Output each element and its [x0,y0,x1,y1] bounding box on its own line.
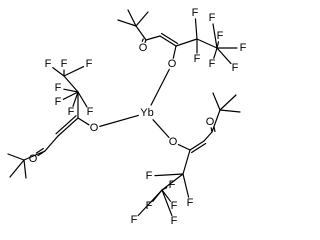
metal-label: Yb [140,107,153,119]
bond-a_cb-a_cc [145,35,161,41]
fluorine-label: F [192,7,199,19]
bond-a_ct-a_m3 [135,11,149,27]
bond-c_cf-c_f1 [154,173,184,177]
fluorine-label: F [240,42,247,54]
bond-c_cf-c_f7 [182,173,190,198]
bond-b_ca-b_cb [57,117,79,137]
bond-yb-a_o1 [150,68,170,106]
bond-b_cf-b_f7 [77,91,88,108]
fluorine-label: F [45,58,52,70]
fluorine-label: F [61,58,68,70]
fluorine-label: F [68,106,75,118]
bond-c_cf2-c_f2 [161,187,168,191]
fluorine-label: F [146,200,153,212]
fluorine-label: F [171,200,178,212]
fluorine-label: F [146,170,153,182]
bond-b_cf-b_f4 [63,88,79,93]
bond-c_cb-c_cc [203,131,213,142]
fluorine-label: F [232,62,239,74]
double-bond-a-cc [160,32,179,45]
oxygen-label: O [206,116,215,128]
fluorine-label: F [187,197,194,209]
oxygen-label: O [29,153,38,165]
bond-a_cf2-a_f7 [216,47,232,65]
fluorine-label: F [194,53,201,65]
bond-b_cf-b_cf2 [63,75,79,93]
bond-a_ca-a_cb [159,35,177,47]
bond-lines [7,9,241,217]
bond-c_cc-c_ct [211,109,221,133]
bond-b_ct-b_m3 [23,159,27,179]
fluorine-label: F [86,58,93,70]
bond-b_cf2-b_f1 [52,66,65,77]
double-bond-b-cc [55,115,77,135]
fluorine-label: F [169,179,176,191]
bond-b_cf-b_f5 [62,91,79,100]
fluorine-label: F [87,106,94,118]
bond-a_cf2-a_f5 [216,41,220,49]
oxygen-label: O [139,42,148,54]
bond-a_cc-a_ct [135,25,147,41]
bond-b_cc-b_ct [23,150,46,161]
bond-c_ct-c_m3 [219,109,241,113]
bond-a_ct-a_m1 [117,19,137,27]
bond-yb-b_o1 [99,114,139,127]
double-bond-lines [35,32,216,154]
double-bond-b-co [35,147,44,154]
double-bond-a-co [141,38,144,42]
bond-a_cc-a_o2 [144,39,147,43]
bond-a_cf2-a_f2 [212,23,218,49]
oxygen-label: O [168,58,177,70]
fluorine-label: F [55,96,62,108]
bond-c_ca-c_cb [189,140,205,151]
bond-b_cf-b_f6 [72,91,79,107]
double-bond-c-cc [191,142,207,154]
bond-a_o1-a_ca [172,45,177,59]
bond-c_ct-c_m2 [219,94,237,111]
bond-c_ct-c_m1 [212,92,221,111]
fluorine-label: F [171,215,178,227]
oxygen-label: O [90,122,99,134]
bond-c_o1-c_ca [177,143,191,151]
bond-c_ca-c_cf [182,149,191,175]
fluorine-label: F [131,214,138,226]
fluorine-label: F [209,58,216,70]
fluorine-label: F [209,12,216,24]
bond-c_cc-c_o2 [210,127,213,133]
oxygen-label: O [169,136,178,148]
bond-b_ct-b_m2 [9,159,25,178]
bond-c_cf2-c_f3 [161,189,171,202]
bond-a_ca-a_cf [175,38,198,47]
bond-c_cf2-c_f5 [137,189,163,217]
bond-a_cf-a_f1 [194,18,198,40]
fluorine-label: F [55,82,62,94]
bond-c_cf-c_cf2 [161,173,184,191]
bond-b_cc-b_o2 [37,150,46,157]
bond-b_ct-b_m1 [7,153,25,161]
bond-a_cf2-a_f4 [213,47,218,59]
fluorine-label: F [217,30,224,42]
double-bond-c-co [213,126,216,133]
bond-b_cf2-b_f3 [63,65,85,77]
bond-yb-c_o1 [152,119,170,139]
bond-a_cf-a_cf2 [196,38,218,49]
bond-a_ct-a_m2 [127,9,137,27]
bond-c_cf2-c_f6 [161,189,173,217]
bond-b_o1-b_ca [77,117,90,126]
bond-b_cb-b_cc [44,135,59,152]
